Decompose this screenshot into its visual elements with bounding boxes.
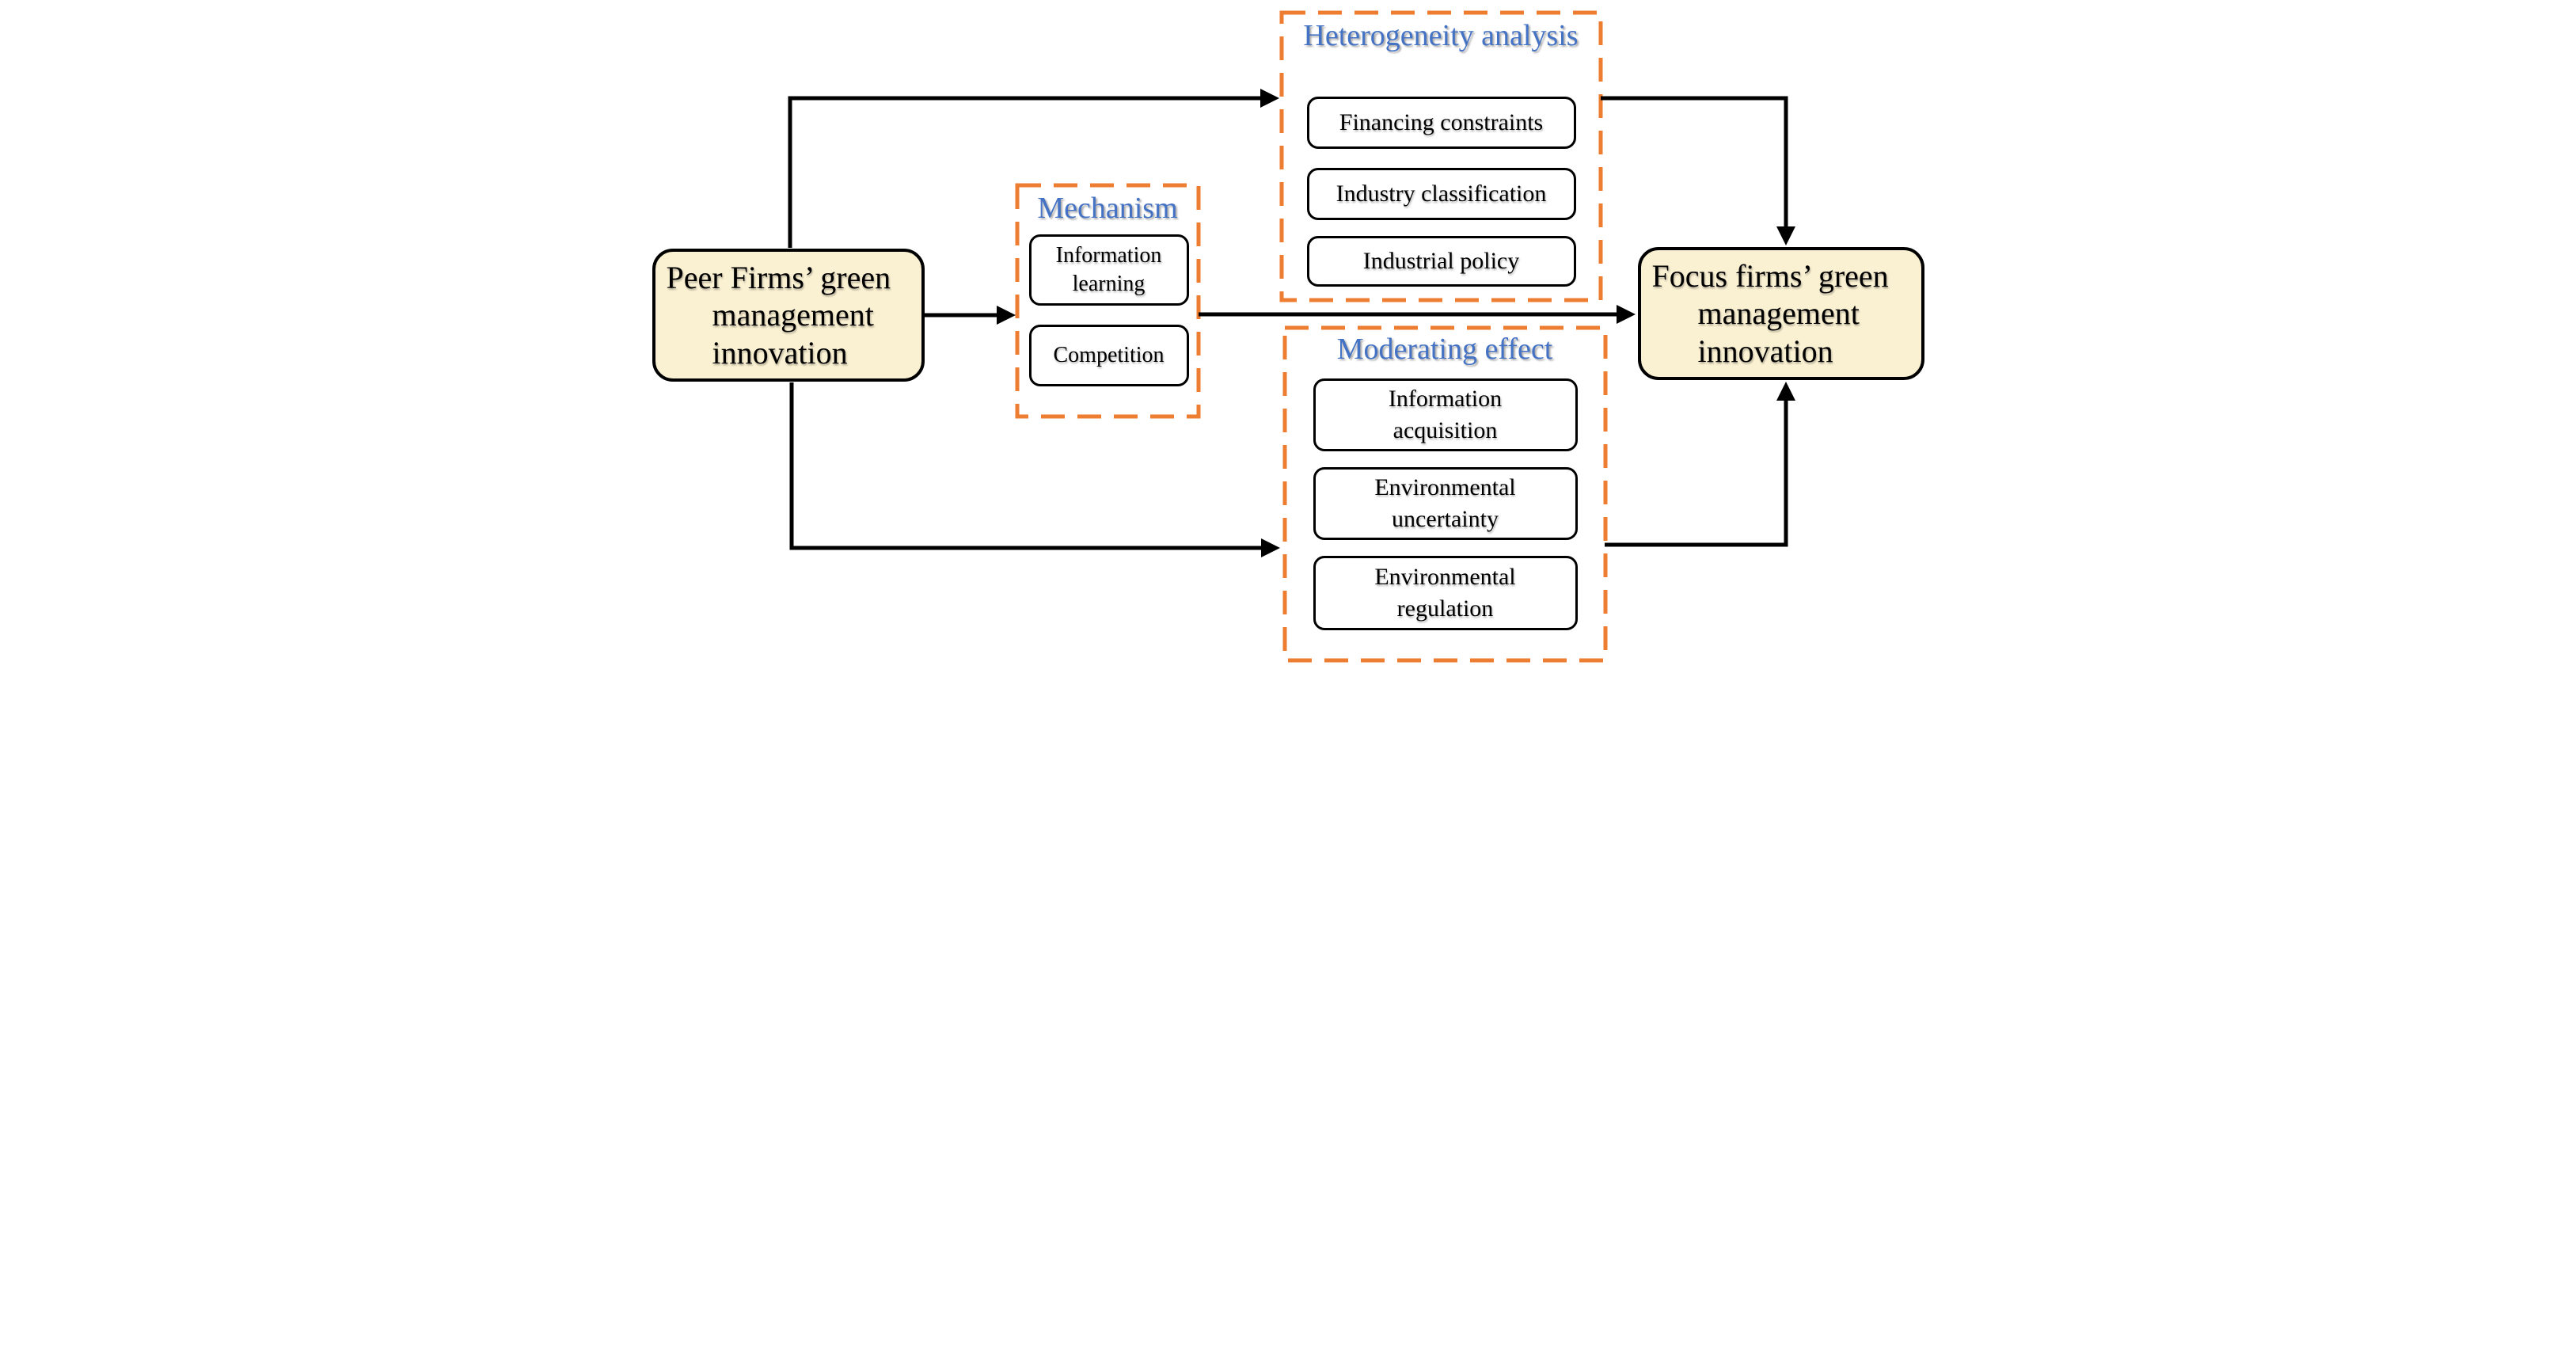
arrow-layer [788,10,1795,663]
arrow-peer-to-moderating [789,382,1280,557]
moderating-item-label: Environmental regulation [1374,563,1516,622]
heterogeneity-item-label: Industry classification [1335,181,1547,207]
mechanism-item-competition: Competition [1028,325,1189,386]
moderating-item-information-acquisition: Information acquisition [1313,378,1578,451]
moderating-item-environmental-uncertainty: Environmental uncertainty [1313,467,1578,540]
heterogeneity-dashed-border [1279,10,1602,302]
heterogeneity-item-financing-constraints: Financing constraints [1306,97,1576,149]
arrow-peer-to-heterogeneity [788,89,1279,248]
heterogeneity-item-label: Financing constraints [1339,109,1544,136]
moderating-title: Moderating effect [1336,333,1553,366]
mechanism-dashed-border [1015,183,1200,419]
heterogeneity-item-industrial-policy: Industrial policy [1306,236,1576,287]
heterogeneity-title: Heterogeneity analysis [1303,19,1579,52]
arrow-moderating-to-focus [1604,382,1795,547]
mechanism-item-information-learning: Information learning [1028,234,1189,306]
moderating-item-label: Environmental uncertainty [1374,473,1516,533]
peer-firms-label: Peer Firms’ green management innovation [666,260,891,371]
arrow-heterogeneity-to-focus [1600,96,1795,245]
focus-firms-label: Focus firms’ green management innovation [1651,258,1889,369]
moderating-item-environmental-regulation: Environmental regulation [1313,556,1578,630]
peer-firms-box: Peer Firms’ green management innovation [652,249,925,382]
focus-firms-box: Focus firms’ green management innovation [1637,247,1924,380]
mechanism-item-label: Information learning [1055,242,1162,296]
mechanism-item-label: Competition [1053,342,1165,367]
framework-diagram: Peer Firms’ green management innovation … [644,0,1932,675]
heterogeneity-item-label: Industrial policy [1362,248,1520,275]
moderating-dashed-border [1282,325,1607,663]
mechanism-title: Mechanism [1037,192,1178,225]
heterogeneity-item-industry-classification: Industry classification [1306,168,1576,220]
moderating-item-label: Information acquisition [1388,385,1503,444]
